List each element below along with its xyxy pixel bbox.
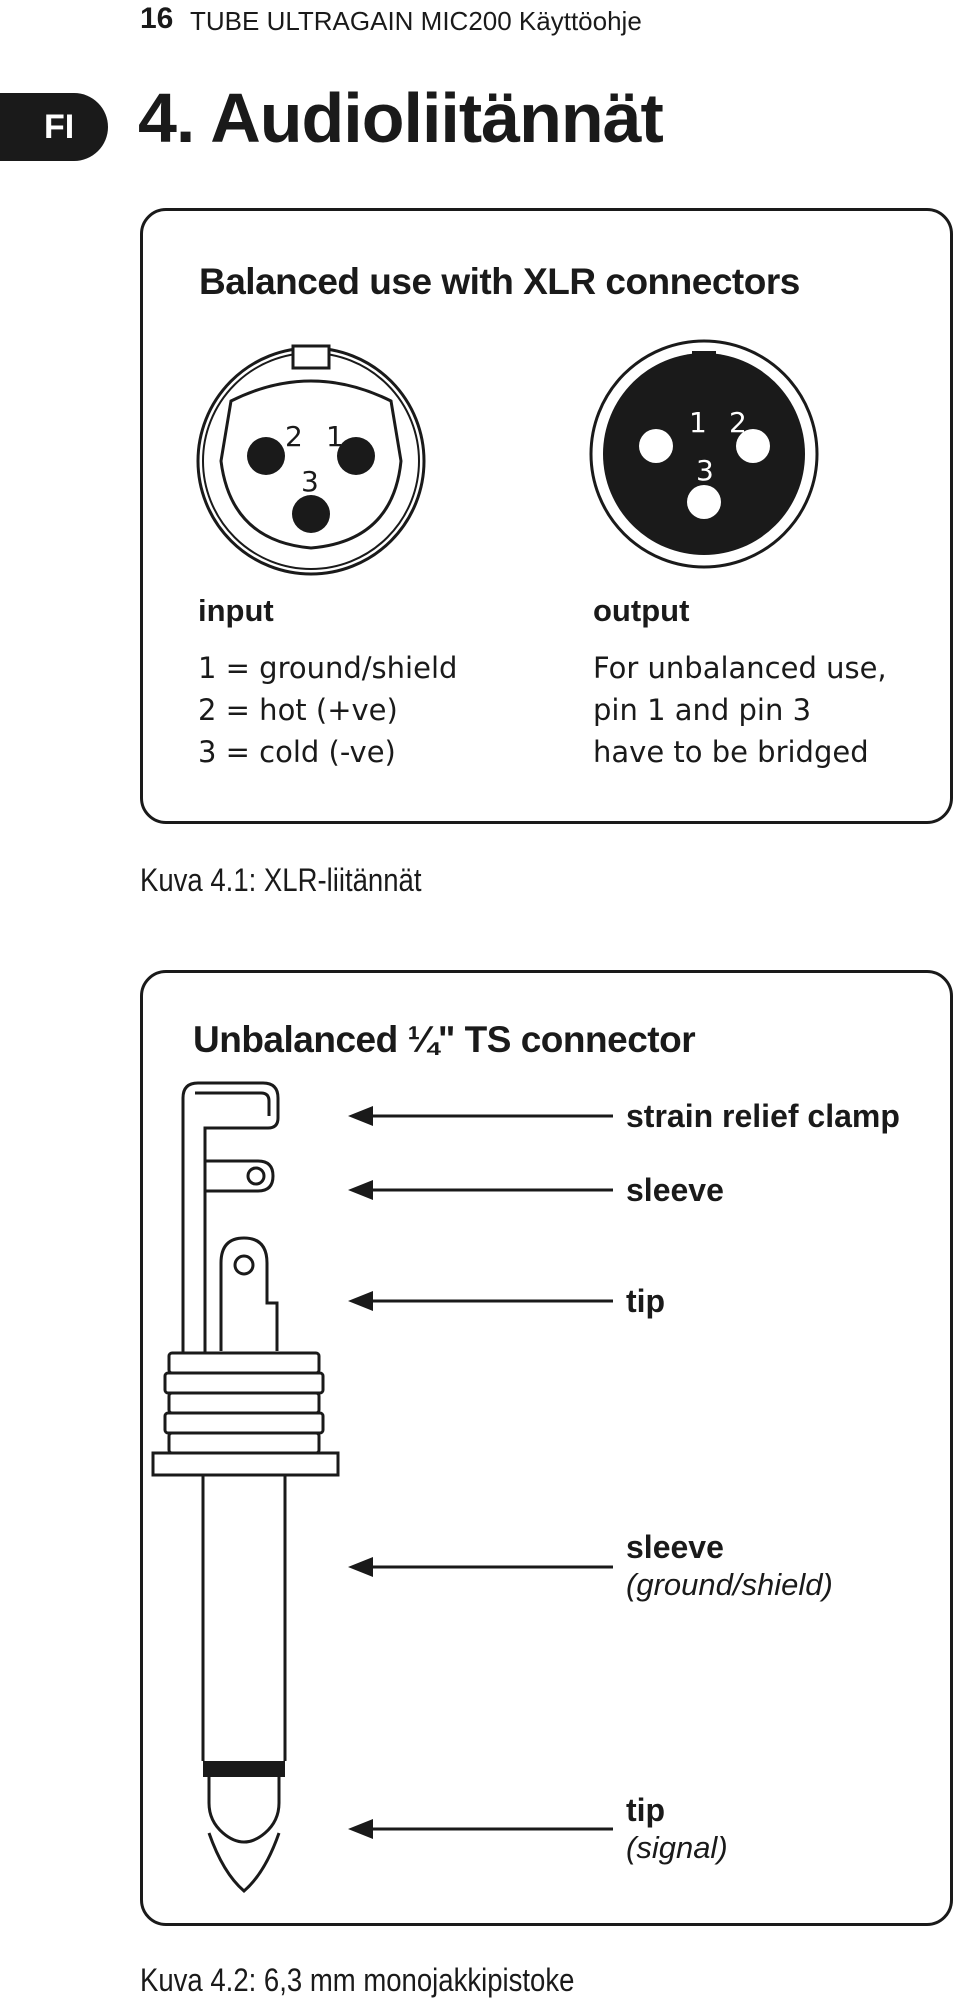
xlr-pin-label: 2	[729, 406, 747, 439]
label-sleeve-ground: sleeve (ground/shield)	[626, 1528, 833, 1604]
xlr-pin	[687, 485, 721, 519]
arrow-head-icon	[348, 1557, 373, 1577]
language-tab: FI	[0, 93, 108, 161]
xlr-pin-label: 3	[301, 465, 319, 498]
xlr-male-connector-icon: 1 2 3	[589, 339, 819, 569]
output-note-line: For unbalanced use,	[593, 651, 887, 685]
xlr-female-connector-icon: 2 1 3	[196, 344, 426, 576]
xlr-panel: Balanced use with XLR connectors 2 1 3 1…	[140, 208, 953, 824]
xlr-pin	[639, 429, 673, 463]
callout-arrows	[348, 1106, 613, 1839]
label-tip-signal-sub: (signal)	[626, 1830, 728, 1865]
label-sleeve: sleeve	[626, 1172, 724, 1208]
arrow-head-icon	[348, 1180, 373, 1200]
figure-caption-1: Kuva 4.1: XLR-liitännät	[140, 862, 422, 898]
input-pin-line: 2 = hot (+ve)	[198, 693, 398, 727]
ts-plug-diagram-icon	[151, 1081, 340, 1893]
label-tip-signal-name: tip	[626, 1792, 666, 1828]
arrow-head-icon	[348, 1106, 373, 1126]
xlr-pin	[247, 437, 285, 475]
figure-caption-2: Kuva 4.2: 6,3 mm monojakkipistoke	[140, 1962, 575, 1998]
arrow-head-icon	[348, 1291, 373, 1311]
manual-title: TUBE ULTRAGAIN MIC200 Käyttöohje	[190, 6, 642, 36]
output-heading: output	[593, 593, 690, 628]
output-note-line: have to be bridged	[593, 735, 869, 769]
output-note-line: pin 1 and pin 3	[593, 693, 812, 727]
xlr-pin-label: 2	[285, 420, 303, 453]
output-note: For unbalanced use, pin 1 and pin 3 have…	[593, 647, 887, 773]
page-number: 16	[140, 2, 174, 35]
input-pin-line: 3 = cold (-ve)	[198, 735, 396, 769]
chapter-title: 4. Audioliitännät	[138, 79, 664, 157]
arrow-head-icon	[348, 1819, 373, 1839]
label-tip: tip	[626, 1283, 666, 1319]
xlr-pin	[337, 437, 375, 475]
xlr-pin-label: 3	[696, 454, 714, 487]
xlr-pin	[292, 495, 330, 533]
input-pin-list: 1 = ground/shield 2 = hot (+ve) 3 = cold…	[198, 647, 457, 773]
label-sleeve-ground-name: sleeve	[626, 1529, 724, 1565]
ts-panel-title: Unbalanced ¼" TS connector	[193, 1019, 696, 1060]
input-pin-line: 1 = ground/shield	[198, 651, 458, 685]
xlr-panel-title: Balanced use with XLR connectors	[199, 261, 800, 302]
xlr-pin-label: 1	[689, 406, 707, 439]
label-sleeve-ground-sub: (ground/shield)	[626, 1567, 833, 1602]
input-heading: input	[198, 593, 274, 628]
ts-panel: Unbalanced ¼" TS connector	[140, 970, 953, 1926]
xlr-pin	[736, 429, 770, 463]
xlr-pin-label: 1	[326, 420, 344, 453]
label-tip-signal: tip (signal)	[626, 1791, 728, 1867]
label-strain-relief-clamp: strain relief clamp	[626, 1098, 900, 1134]
